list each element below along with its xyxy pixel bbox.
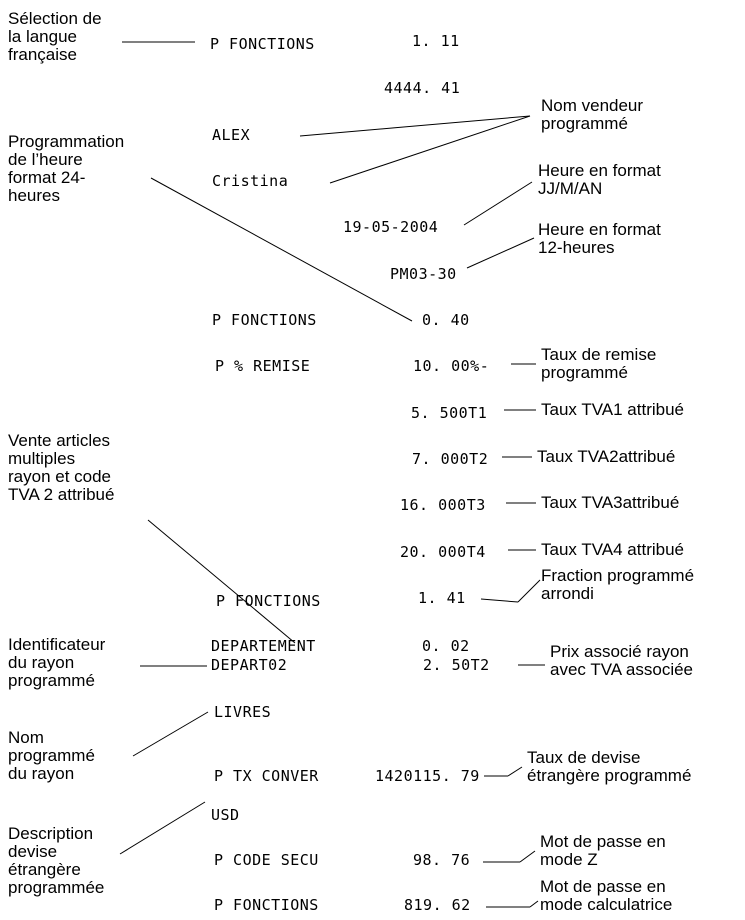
receipt-time: PM03-30	[390, 265, 457, 283]
label-heure-12: Heure en format 12-heures	[538, 220, 661, 257]
label-mdp-z: Mot de passe en mode Z	[540, 832, 666, 869]
receipt-tva1: 5. 500T1	[411, 404, 488, 422]
leader-line	[119, 801, 206, 855]
receipt-alex: ALEX	[212, 126, 251, 144]
leader-line	[147, 519, 296, 644]
label-nom-rayon: Nom programmé du rayon	[8, 728, 95, 783]
receipt-p-tx-conver: P TX CONVER	[214, 767, 319, 785]
label-mdp-calc: Mot de passe en mode calculatrice	[540, 877, 673, 914]
label-vente-articles: Vente articles multiples rayon et code T…	[8, 431, 115, 504]
leader-line	[466, 237, 535, 269]
receipt-p-fonctions-3: P FONCTIONS	[216, 592, 321, 610]
leader-line	[517, 579, 541, 603]
receipt-value-tx: 1420115. 79	[375, 767, 480, 785]
label-taux-remise: Taux de remise programmé	[541, 345, 657, 382]
label-nom-vendeur: Nom vendeur programmé	[541, 96, 644, 133]
leader-line	[480, 598, 519, 603]
receipt-value-4444-41: 4444. 41	[384, 79, 461, 97]
receipt-value-1-41: 1. 41	[418, 589, 466, 607]
label-description-devise: Description devise étrangère programmée	[8, 824, 105, 897]
leader-line	[529, 900, 539, 908]
receipt-value-98-76: 98. 76	[413, 851, 471, 869]
receipt-usd: USD	[211, 806, 240, 824]
receipt-value-819-62: 819. 62	[404, 896, 471, 914]
receipt-value-0-02: 0. 02	[422, 637, 470, 655]
receipt-p-code-secu: P CODE SECU	[214, 851, 319, 869]
receipt-p-fonctions-4: P FONCTIONS	[214, 896, 319, 914]
label-taux-devise: Taux de devise étrangère programmé	[527, 748, 692, 785]
leader-line	[329, 115, 531, 184]
leader-line	[463, 181, 533, 226]
label-heure-jjmman: Heure en format JJ/M/AN	[538, 161, 661, 198]
receipt-p-fonctions-1: P FONCTIONS	[210, 35, 315, 53]
leader-line	[132, 711, 209, 757]
receipt-value-remise: 10. 00%-	[413, 357, 490, 375]
receipt-value-0-40: 0. 40	[422, 311, 470, 329]
label-programmation-heure: Programmation de l’heure format 24- heur…	[8, 132, 125, 205]
receipt-value-1-11: 1. 11	[412, 32, 460, 50]
receipt-date: 19-05-2004	[343, 218, 439, 236]
label-tva2: Taux TVA2attribué	[537, 447, 676, 466]
label-tva1: Taux TVA1 attribué	[541, 400, 685, 419]
leader-line	[299, 115, 531, 137]
receipt-tva3: 16. 000T3	[400, 496, 486, 514]
receipt-departement: DEPARTEMENT	[211, 637, 316, 655]
leader-line	[519, 850, 536, 863]
receipt-value-2-50: 2. 50T2	[423, 656, 490, 674]
leader-line	[507, 766, 523, 777]
receipt-p-fonctions-2: P FONCTIONS	[212, 311, 317, 329]
receipt-tva2: 7. 000T2	[412, 450, 489, 468]
label-selection-langue: Sélection de la langue française	[8, 9, 102, 64]
leader-line	[150, 177, 413, 322]
label-identificateur-rayon: Identificateur du rayon programmé	[8, 635, 106, 690]
receipt-tva4: 20. 000T4	[400, 543, 486, 561]
receipt-livres: LIVRES	[214, 703, 272, 721]
label-tva3: Taux TVA3attribué	[541, 493, 680, 512]
receipt-p-remise: P % REMISE	[215, 357, 311, 375]
label-prix-rayon: Prix associé rayon avec TVA associée	[550, 642, 694, 679]
label-tva4: Taux TVA4 attribué	[541, 540, 685, 559]
receipt-cristina: Cristina	[212, 172, 289, 190]
receipt-depart02: DEPART02	[211, 656, 288, 674]
label-fraction-arrondi: Fraction programmé arrondi	[541, 566, 695, 603]
